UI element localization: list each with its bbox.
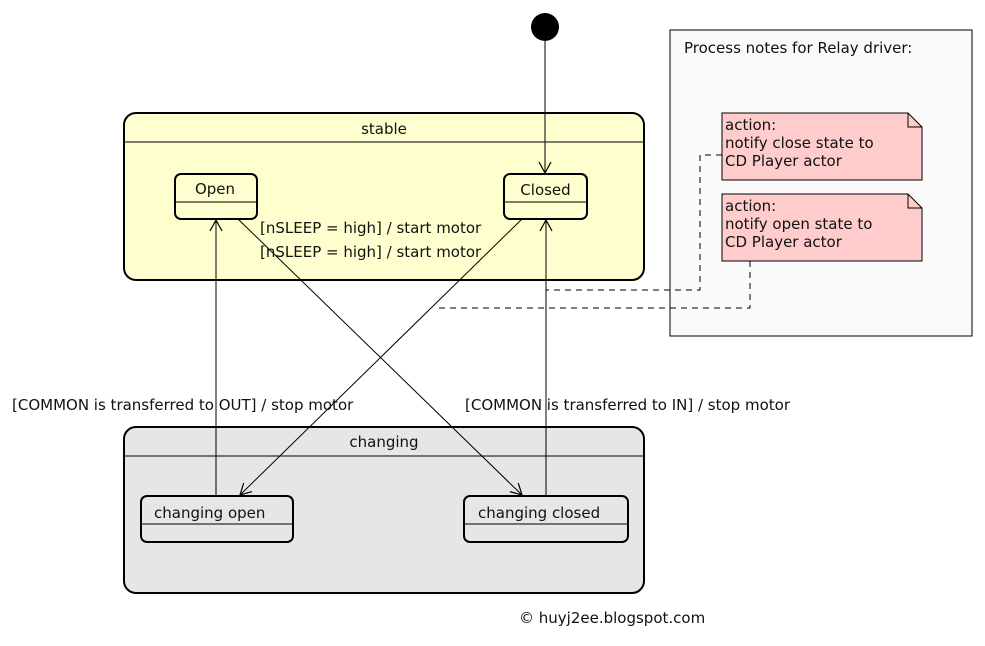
note-close-text: action: notify close state to CD Player … (725, 116, 874, 170)
transition-label-changing-closed-to-closed: [COMMON is transferred to IN] / stop mot… (465, 396, 790, 414)
transition-label-open-to-changing-closed: [nSLEEP = high] / start motor (260, 219, 482, 237)
transition-open-to-changing-closed (237, 218, 523, 496)
transition-label-closed-to-changing-open: [nSLEEP = high] / start motor (260, 243, 482, 261)
state-changing-closed (463, 495, 629, 543)
state-changing-closed-label: changing closed (478, 504, 601, 522)
state-open-label: Open (194, 180, 236, 198)
note-open-shape (721, 193, 923, 262)
footer-copyright: © huyj2ee.blogspot.com (519, 609, 706, 627)
note-open-text: action: notify open state to CD Player a… (725, 197, 873, 251)
changing-composite-state (123, 426, 645, 594)
note-open-connector (438, 261, 751, 309)
notes-panel (669, 29, 973, 337)
note-open-fold (907, 194, 922, 209)
transition-label-changing-open-to-open: [COMMON is transferred to OUT] / stop mo… (12, 396, 354, 414)
notes-panel-title: Process notes for Relay driver: (684, 39, 913, 57)
state-changing-open (140, 495, 294, 543)
note-close-fold (907, 113, 922, 128)
transition-closed-to-changing-open (239, 218, 523, 496)
note-close-connector (546, 154, 722, 291)
changing-title: changing (349, 433, 419, 451)
stable-composite-state (123, 112, 645, 281)
stable-title: stable (361, 120, 407, 138)
note-close-shape (721, 112, 923, 181)
initial-state (531, 13, 559, 41)
state-closed-label: Closed (520, 181, 571, 199)
state-changing-open-label: changing open (154, 504, 266, 522)
